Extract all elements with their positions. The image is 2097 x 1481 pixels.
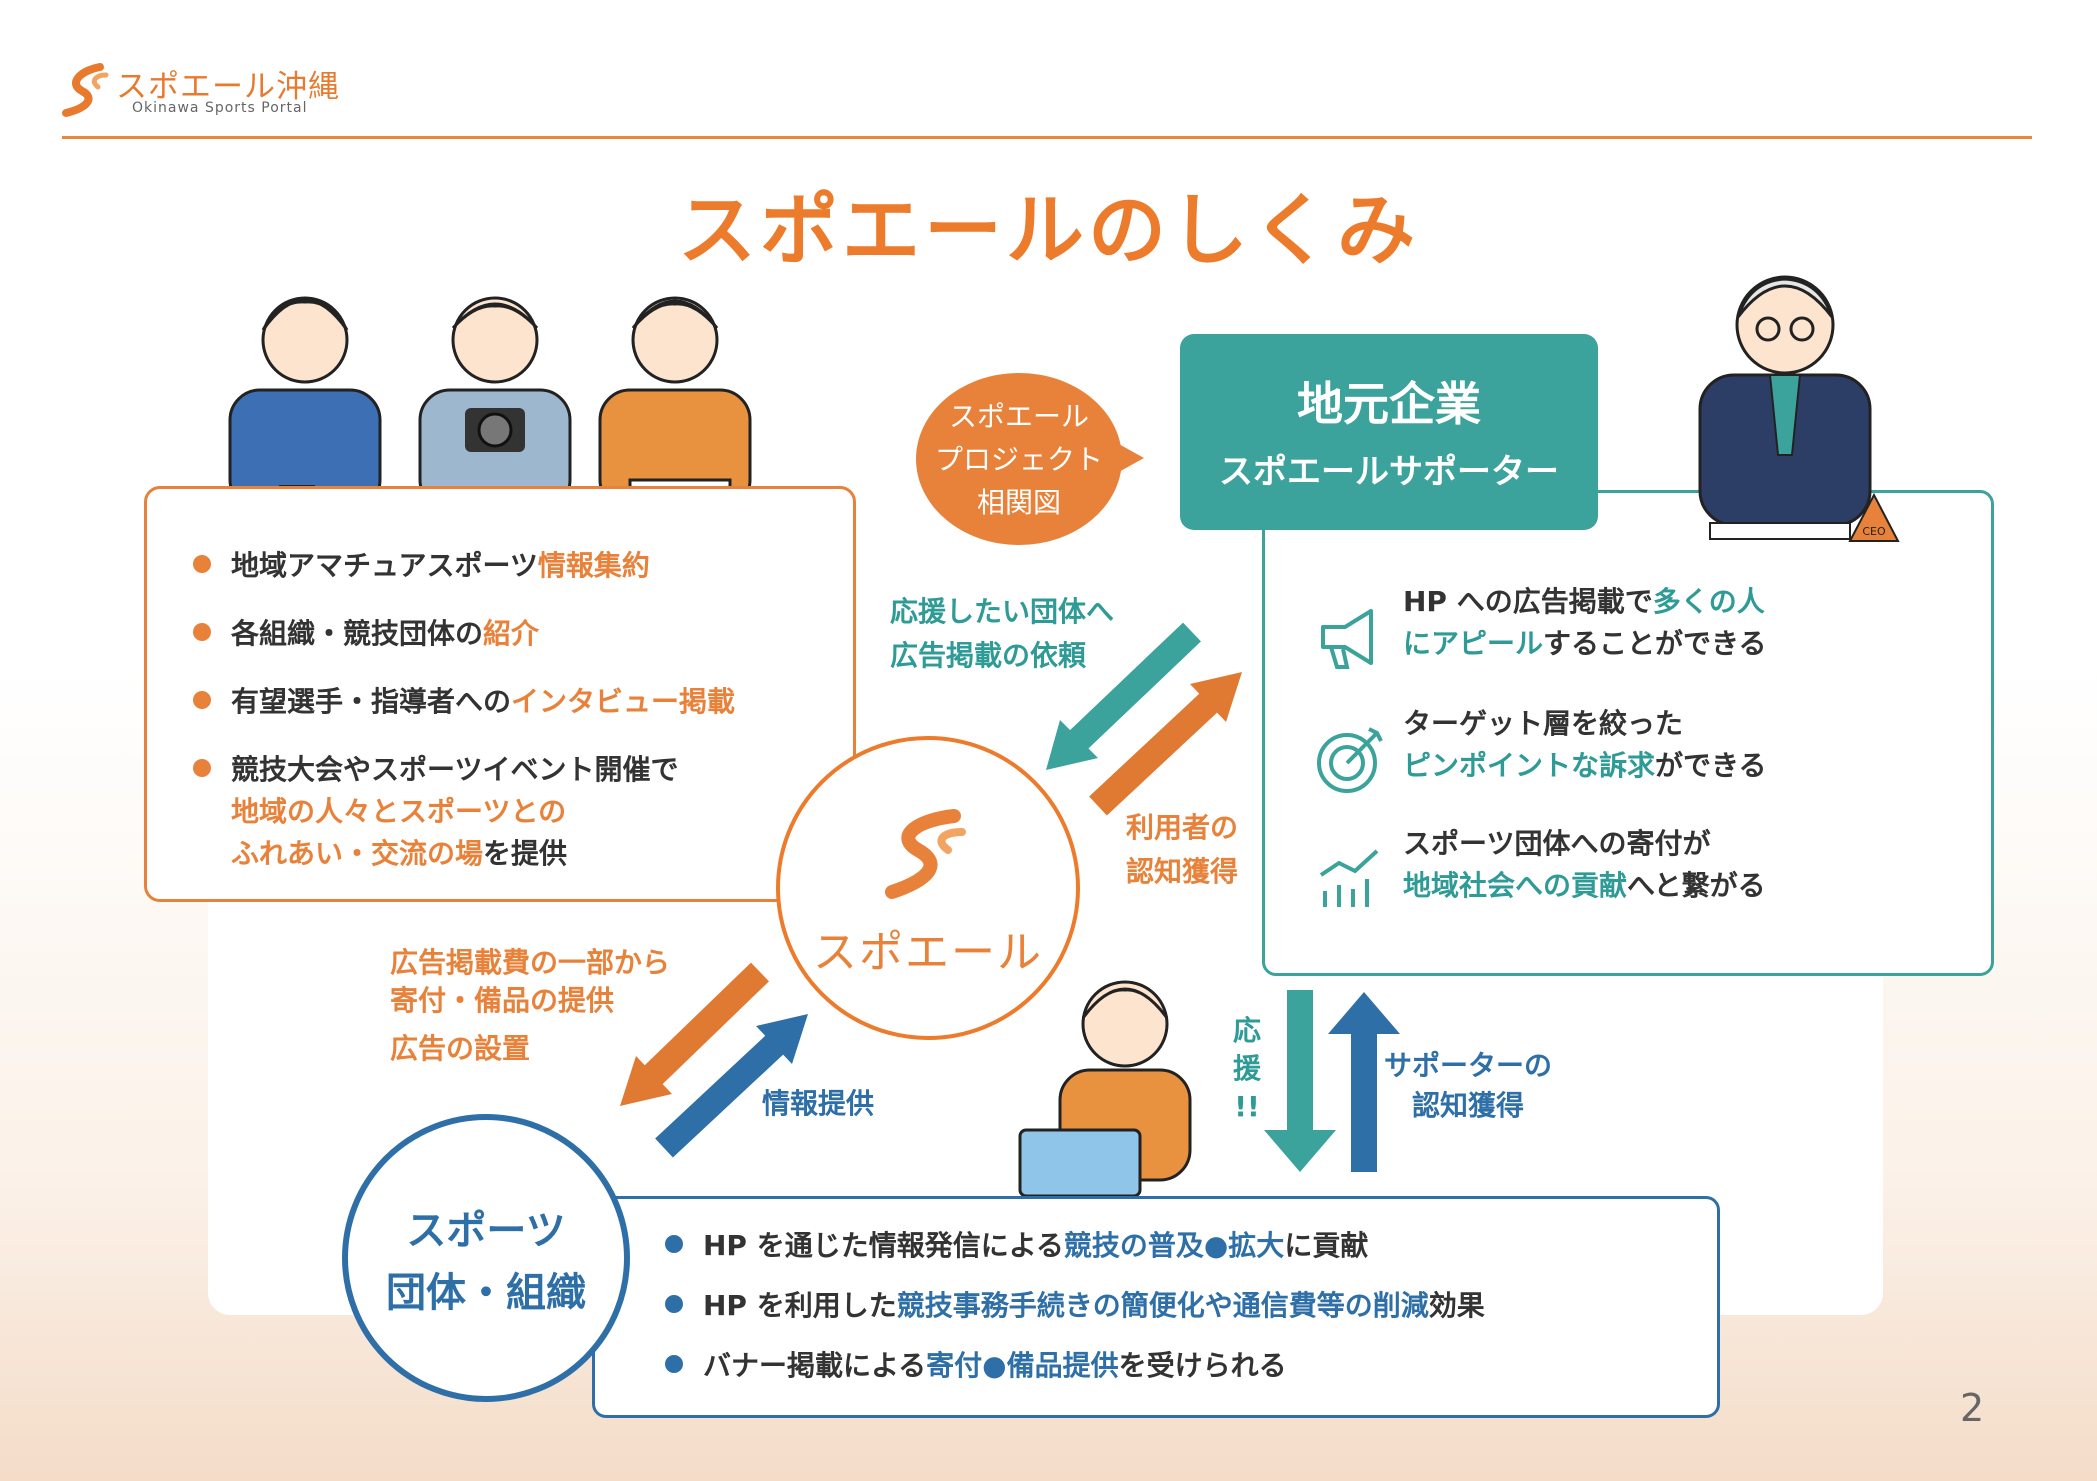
supporter-benefits-box: HP への広告掲載で多くの人 にアピールすることができる ターゲット層を絞った … [1262,490,1994,976]
arrow-info-icon [655,1014,808,1158]
bullet-dot-icon [665,1295,683,1313]
portal-features-box: 地域アマチュアスポーツ情報集約 各組織・競技団体の紹介 有望選手・指導者へのイン… [144,486,856,902]
list-item: バナー掲載による寄付●備品提供を受けられる [665,1345,1287,1387]
list-item: ターゲット層を絞った ピンポイントな訴求ができる [1403,707,1767,782]
logo-subtitle: Okinawa Sports Portal [132,100,308,116]
spoeru-logo-icon [885,809,966,899]
bullet-dot-icon [193,623,211,641]
list-item: HP を利用した競技事務手続きの簡便化や通信費等の削減効果 [665,1285,1485,1327]
ceo-badge-label: CEO [1862,525,1886,538]
list-item: HP を通じた情報発信による競技の普及●拡大に貢献 [665,1225,1368,1267]
label-user-awareness: 利用者の 認知獲得 [1126,811,1239,888]
arrow-orange-icon [1089,672,1242,816]
header-rule [62,136,2032,139]
label-info-provide: 情報提供 [762,1087,875,1120]
arrow-supporter-awareness-icon [1328,992,1400,1172]
logo-title: スポエール沖縄 [116,69,340,105]
target-icon [1317,727,1383,793]
label-cheer: 応 援 !! [1232,1014,1261,1123]
people-illustration-icon [228,296,752,512]
page-number: 2 [1960,1386,1985,1430]
list-item: 地域アマチュアスポーツ情報集約 [193,545,650,587]
list-item: 有望選手・指導者へのインタビュー掲載 [193,681,735,723]
label-ad-setup: 広告の設置 [390,1032,531,1065]
sports-organization-circle: スポーツ 団体・組織 [342,1114,630,1402]
laptop-user-icon [1018,980,1192,1198]
organization-benefits-box: HP を通じた情報発信による競技の普及●拡大に貢献 HP を利用した競技事務手続… [592,1196,1720,1418]
bullet-dot-icon [193,759,211,777]
spoeru-center: スポエール [776,736,1080,1040]
supporter-badge: 地元企業 スポエールサポーター [1180,334,1598,530]
reporter-figure-icon [228,296,382,512]
label-supporter-awareness: サポーターの 認知獲得 [1384,1049,1553,1122]
megaphone-icon [1321,609,1373,669]
photographer-figure-icon [418,296,572,512]
list-item: 競技大会やスポーツイベント開催で 地域の人々とスポーツとの ふれあい・交流の場を… [193,749,678,875]
arrow-donation-icon [620,962,770,1106]
label-ad-request: 応援したい団体へ 広告掲載の依頼 [890,595,1115,672]
bullet-dot-icon [193,555,211,573]
arrow-teal-icon [1046,622,1201,770]
writer-figure-icon [598,296,752,512]
list-item: HP への広告掲載で多くの人 にアピールすることができる [1403,585,1767,660]
bullet-dot-icon [665,1355,683,1373]
label-donation: 広告掲載費の一部から 寄付・備品の提供 [390,946,671,1017]
list-item: スポーツ団体への寄付が 地域社会への貢献へと繋がる [1403,827,1766,902]
logo-mark-icon [62,63,109,117]
page-title: スポエールのしくみ [677,186,1420,276]
arrow-cheer-icon [1264,990,1336,1172]
logo[interactable]: スポエール沖縄 Okinawa Sports Portal [60,55,340,125]
project-bubble: スポエール プロジェクト 相関図 [916,373,1122,545]
ceo-figure-icon: CEO [1698,275,1900,542]
bullet-dot-icon [665,1235,683,1253]
list-item: 各組織・競技団体の紹介 [193,613,539,655]
bullet-dot-icon [193,691,211,709]
growth-chart-icon [1319,849,1379,907]
